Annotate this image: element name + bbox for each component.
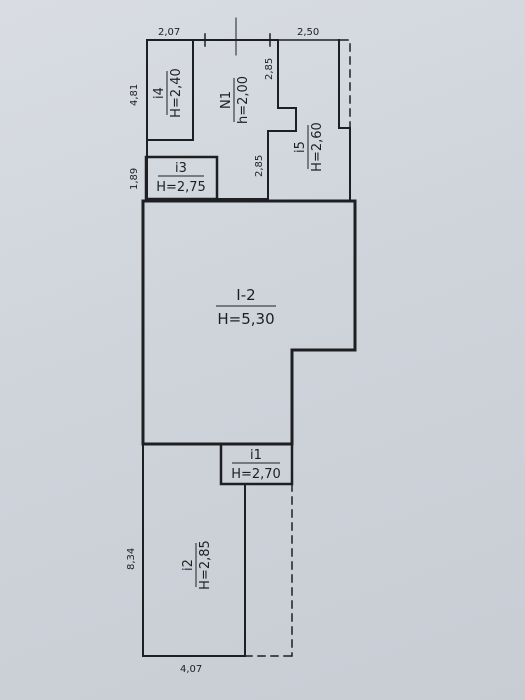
room-i2-label: i2 H=2,85 [181,540,213,590]
dim-left-upper: 4,81 [129,84,140,106]
room-main-name: I-2 [236,286,255,304]
room-i1-walls [219,442,294,486]
room-i5-right-wall [338,39,351,201]
room-n1-height: h=2,00 [236,76,251,124]
room-i3-label: i3 H=2,75 [156,161,206,195]
room-i3-walls [144,155,219,201]
dim-top-right: 2,50 [297,27,319,38]
dim-bottom: 4,07 [180,664,202,675]
dim-top-left: 2,07 [158,27,180,38]
room-n1-name: N1 [219,91,234,109]
room-n1-label: N1 h=2,00 [219,76,251,124]
room-i2-name: i2 [181,559,196,571]
room-i2-height: H=2,85 [198,540,213,590]
room-i4-walls [146,39,194,141]
room-i5-name: i5 [293,141,308,153]
room-i3-height: H=2,75 [156,180,206,195]
room-main-height: H=5,30 [217,310,274,328]
room-i2-walls [142,443,246,657]
room-i1-label: i1 H=2,70 [231,448,281,482]
room-i4-label: i4 H=2,40 [152,68,184,118]
room-i5-height: H=2,60 [310,122,325,172]
room-i1-name: i1 [250,448,262,463]
room-i5-label: i5 H=2,60 [293,122,325,172]
room-main-label: I-2 H=5,30 [216,286,276,328]
dim-left-lower: 8,34 [126,548,137,570]
room-i4-name: i4 [152,87,167,99]
room-i1-height: H=2,70 [231,467,281,482]
room-i3-name: i3 [175,161,187,176]
dim-n1-upper: 2,85 [264,58,275,80]
room-i4-height: H=2,40 [169,68,184,118]
partition-n1-i5 [267,39,297,200]
dim-left-mid: 1,89 [129,168,140,190]
upper-outline [146,39,279,201]
dim-n1-lower: 2,85 [254,155,265,177]
